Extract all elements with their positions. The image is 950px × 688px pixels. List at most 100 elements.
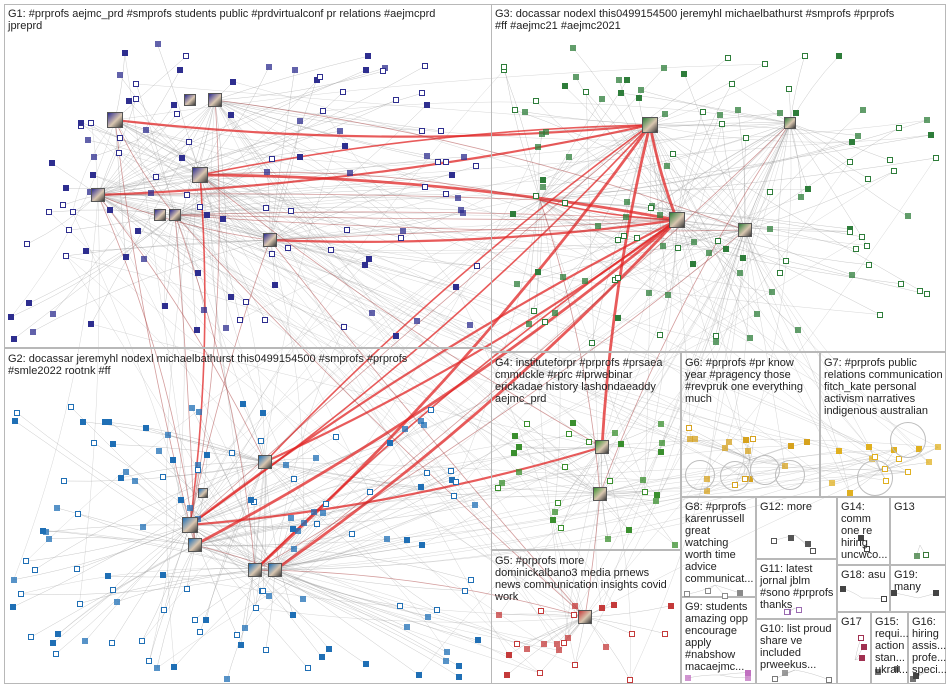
- network-node: [554, 640, 561, 647]
- network-node: [442, 159, 449, 166]
- network-edge: [539, 199, 619, 278]
- network-node: [558, 525, 565, 532]
- network-edge: [718, 122, 791, 242]
- network-node: [438, 127, 444, 134]
- network-edge: [254, 478, 746, 571]
- network-node: [403, 624, 410, 631]
- network-edge: [156, 544, 196, 669]
- network-edge: [214, 99, 422, 131]
- network-edge: [498, 487, 601, 495]
- network-edge: [194, 544, 558, 645]
- network-node: [668, 602, 675, 609]
- network-edge: [97, 194, 252, 500]
- network-edge: [508, 616, 586, 656]
- network-node: [201, 306, 208, 313]
- network-node: [68, 404, 75, 411]
- network-edge: [254, 569, 329, 649]
- network-node: [366, 488, 373, 495]
- network-node: [340, 88, 347, 95]
- network-edge: [14, 420, 196, 546]
- network-node: [133, 95, 140, 102]
- network-node: [654, 492, 661, 498]
- network-node: [161, 607, 168, 614]
- network-node: [776, 270, 783, 276]
- network-node: [52, 651, 59, 658]
- network-avatar-node: [595, 440, 609, 454]
- network-node: [633, 235, 640, 242]
- network-node: [75, 510, 82, 517]
- network-node: [258, 437, 265, 444]
- group-box-g18: [837, 565, 890, 612]
- network-node: [80, 418, 87, 425]
- network-edge: [189, 219, 678, 526]
- network-edge: [254, 569, 367, 665]
- network-node: [805, 186, 812, 193]
- network-edge: [97, 194, 575, 607]
- network-node: [442, 657, 449, 664]
- network-node: [924, 291, 930, 298]
- group-box-g16: [908, 612, 946, 684]
- network-node: [611, 429, 618, 436]
- network-node: [117, 474, 124, 481]
- network-node: [648, 205, 655, 212]
- network-edge: [538, 133, 543, 201]
- network-edge: [141, 524, 191, 642]
- network-node: [543, 128, 550, 135]
- network-node: [728, 81, 735, 88]
- network-edge: [649, 63, 765, 126]
- network-edge: [66, 255, 266, 463]
- self-loop-ring: [857, 460, 893, 496]
- network-node: [444, 649, 450, 656]
- network-edge: [97, 194, 900, 460]
- network-node: [393, 332, 400, 339]
- network-edge: [574, 122, 791, 665]
- network-node: [761, 61, 768, 68]
- network-edge: [607, 229, 746, 539]
- network-node: [661, 630, 668, 637]
- network-node: [891, 589, 898, 596]
- network-edge: [136, 83, 176, 216]
- network-edge: [514, 109, 746, 231]
- network-edge: [72, 119, 116, 213]
- self-loop-ring: [685, 460, 715, 490]
- network-node: [744, 448, 751, 454]
- network-avatar-node: [258, 455, 272, 469]
- network-edge: [552, 520, 586, 618]
- network-edge: [124, 53, 196, 546]
- network-edge: [120, 461, 266, 479]
- network-node: [858, 534, 865, 541]
- network-edge: [539, 199, 751, 338]
- network-node: [876, 311, 883, 318]
- network-node: [146, 658, 153, 665]
- network-edge: [190, 199, 541, 508]
- network-node: [236, 316, 243, 323]
- network-edge: [586, 92, 678, 221]
- network-node: [266, 592, 272, 599]
- network-node: [725, 54, 732, 61]
- network-edge: [264, 124, 651, 463]
- network-avatar-node: [169, 209, 181, 221]
- network-node: [383, 535, 390, 542]
- network-node: [858, 233, 865, 240]
- network-edge: [744, 229, 786, 467]
- network-edge: [659, 219, 678, 336]
- network-node: [523, 646, 530, 653]
- network-node: [891, 168, 898, 175]
- network-edge: [274, 468, 886, 571]
- network-edge: [42, 530, 256, 571]
- network-avatar-node: [263, 233, 277, 247]
- self-loop-ring: [775, 460, 805, 490]
- network-node: [846, 489, 853, 496]
- network-node: [171, 102, 178, 108]
- network-node: [460, 153, 467, 160]
- network-node: [691, 238, 697, 245]
- network-edge: [626, 201, 746, 231]
- network-node: [55, 631, 61, 638]
- network-node: [615, 314, 622, 321]
- network-node: [188, 405, 195, 412]
- network-node: [848, 138, 855, 145]
- network-avatar-node: [208, 93, 222, 107]
- network-edge: [269, 161, 438, 241]
- network-edge: [214, 56, 368, 101]
